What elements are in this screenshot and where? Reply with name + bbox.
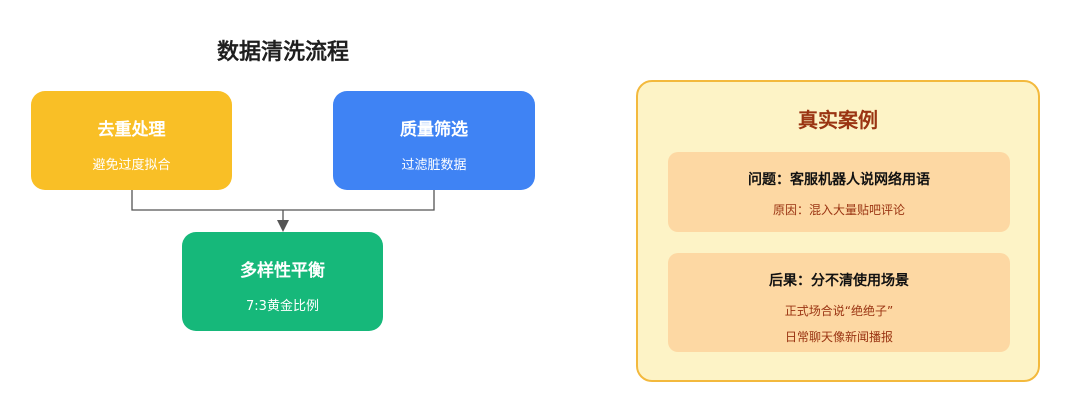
consequence-line: 日常聊天像新闻播报 xyxy=(784,330,893,344)
problem-title: 问题：客服机器人说网络用语 xyxy=(748,172,930,188)
case-panel-title: 真实案例 xyxy=(798,108,878,132)
connector-line xyxy=(131,190,435,211)
consequence-card: 后果：分不清使用场景 正式场合说“绝绝子” 日常聊天像新闻播报 xyxy=(668,253,1010,352)
case-panel: 真实案例 问题：客服机器人说网络用语 原因：混入大量贴吧评论 后果：分不清使用场… xyxy=(636,80,1040,382)
node-diversity-balance: 多样性平衡 7:3黄金比例 xyxy=(182,232,383,331)
node-dedup-title: 去重处理 xyxy=(97,120,166,140)
node-quality-filter: 质量筛选 过滤脏数据 xyxy=(333,91,535,190)
arrow-down-icon xyxy=(277,220,289,232)
node-diversity-subtitle: 7:3黄金比例 xyxy=(246,299,319,314)
node-diversity-title: 多样性平衡 xyxy=(240,261,325,281)
consequence-line: 正式场合说“绝绝子” xyxy=(784,304,894,318)
problem-reason: 原因：混入大量贴吧评论 xyxy=(772,203,905,217)
node-quality-title: 质量筛选 xyxy=(400,120,468,140)
flow-title: 数据清洗流程 xyxy=(216,40,349,65)
problem-card: 问题：客服机器人说网络用语 原因：混入大量贴吧评论 xyxy=(668,152,1010,232)
node-dedup: 去重处理 避免过度拟合 xyxy=(31,91,232,190)
consequence-title: 后果：分不清使用场景 xyxy=(769,273,909,289)
node-quality-subtitle: 过滤脏数据 xyxy=(401,158,467,173)
node-dedup-subtitle: 避免过度拟合 xyxy=(92,158,171,173)
